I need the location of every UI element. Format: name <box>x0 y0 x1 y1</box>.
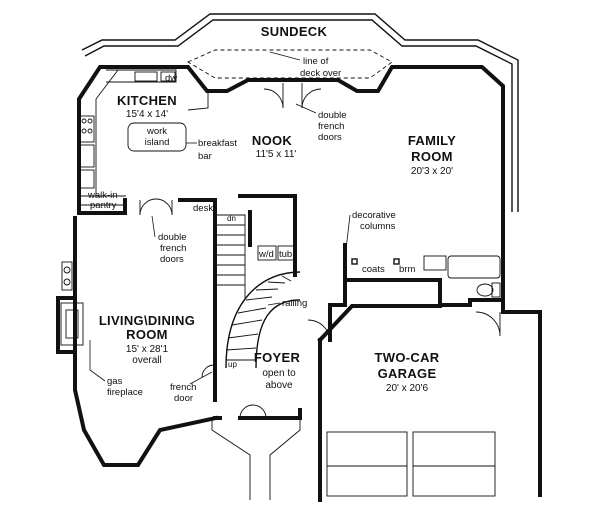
dn-label: dn <box>227 214 236 223</box>
living-doors-note-1: double <box>158 232 187 243</box>
garage-label: TWO-CAR <box>375 350 440 365</box>
sundeck-outline <box>81 13 519 212</box>
work-island-label-1: work <box>146 126 167 137</box>
brm-label: brm <box>399 264 415 275</box>
nook-double-doors <box>263 83 322 109</box>
kitchen-dims: 15'4 x 14' <box>126 109 168 120</box>
foyer-note-2: above <box>265 380 293 391</box>
work-island-label-2: island <box>145 137 170 148</box>
decorative-columns-note-1: decorative <box>352 210 396 221</box>
breakfast-bar-label-1: breakfast <box>198 138 237 149</box>
coats-label: coats <box>362 264 385 275</box>
desk-label: desk <box>193 203 213 214</box>
living-dining-label-2: ROOM <box>126 327 168 342</box>
interior-walls <box>123 194 542 502</box>
family-room-label-2: ROOM <box>411 149 453 164</box>
family-room-dims: 20'3 x 20' <box>411 166 453 177</box>
kitchen-label: KITCHEN <box>117 93 177 108</box>
garage-label-2: GARAGE <box>378 366 437 381</box>
gas-fireplace <box>60 261 84 346</box>
garage-dims: 20' x 20'6 <box>386 383 429 394</box>
breakfast-bar-label-2: bar <box>198 151 212 162</box>
living-doors-note-3: doors <box>160 254 184 265</box>
nook-doors-note-2: french <box>318 121 344 132</box>
gas-fireplace-note-1: gas <box>107 376 123 387</box>
family-room-label: FAMILY <box>408 133 456 148</box>
nook-label: NOOK <box>252 133 293 148</box>
foyer-note-1: open to <box>262 368 296 379</box>
nook-dims: 11'5 x 11' <box>256 149 297 160</box>
dw-label: dw <box>165 73 177 84</box>
french-door-note-1: french <box>170 382 196 393</box>
walkin-pantry-label-1: walk-in <box>87 190 118 201</box>
railing-label: railing <box>282 298 307 309</box>
utility-fixtures <box>257 245 501 341</box>
up-label: up <box>228 360 237 369</box>
exterior-walls <box>56 65 505 467</box>
living-dining-dims-2: overall <box>132 355 161 366</box>
deck-line-note-2: deck over <box>300 68 341 79</box>
nook-doors-note-3: doors <box>318 132 342 143</box>
french-door-note-2: door <box>174 393 193 404</box>
porch-outline <box>211 418 301 500</box>
nook-doors-note-1: double <box>318 110 347 121</box>
living-double-doors <box>139 198 173 216</box>
stairs <box>215 214 301 369</box>
foyer-label: FOYER <box>254 350 301 365</box>
sundeck-label: SUNDECK <box>261 24 328 39</box>
front-double-door <box>201 350 267 419</box>
living-dining-label: LIVING\DINING <box>99 313 195 328</box>
kitchen-fixtures <box>79 69 209 206</box>
living-dining-dims: 15' x 28'1 <box>126 344 169 355</box>
gas-fireplace-note-2: fireplace <box>107 387 143 398</box>
walkin-pantry-label-2: pantry <box>90 200 117 211</box>
garage-doors <box>326 431 496 497</box>
living-doors-note-2: french <box>160 243 186 254</box>
deck-line-note-1: line of <box>303 56 329 67</box>
tub-label: tub <box>279 249 292 260</box>
wd-label: w/d <box>258 249 274 260</box>
decorative-columns-note-2: columns <box>360 221 396 232</box>
